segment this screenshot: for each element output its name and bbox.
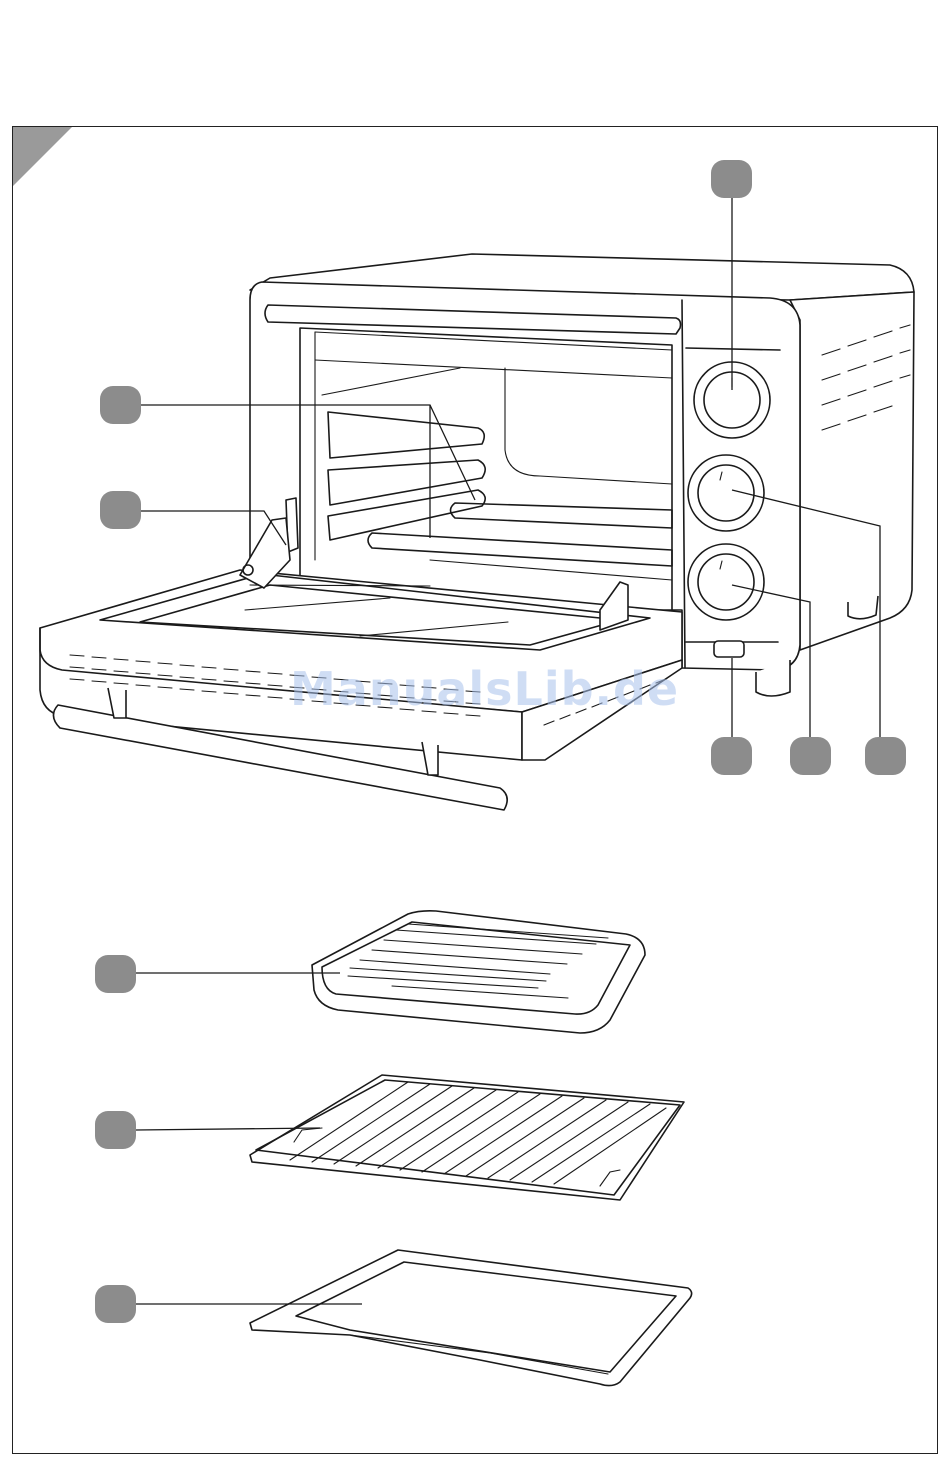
wire-rack [250,1075,684,1200]
knob-top-marker [711,160,752,198]
rails-marker [100,386,141,424]
corner-tab [13,127,72,186]
wire-rack-marker [95,1111,136,1149]
knob-bottom [688,544,764,620]
knob-bottom-marker [790,737,831,775]
baking-tray [250,1250,692,1386]
knob-middle-marker [865,737,906,775]
knob-middle [688,455,764,531]
door-hinge-marker [100,491,141,529]
grill-pan-marker [95,955,136,993]
watermark: ManualsLib.de [290,662,670,716]
baking-tray-marker [95,1285,136,1323]
grill-pan [312,911,645,1033]
indicator-marker [711,737,752,775]
